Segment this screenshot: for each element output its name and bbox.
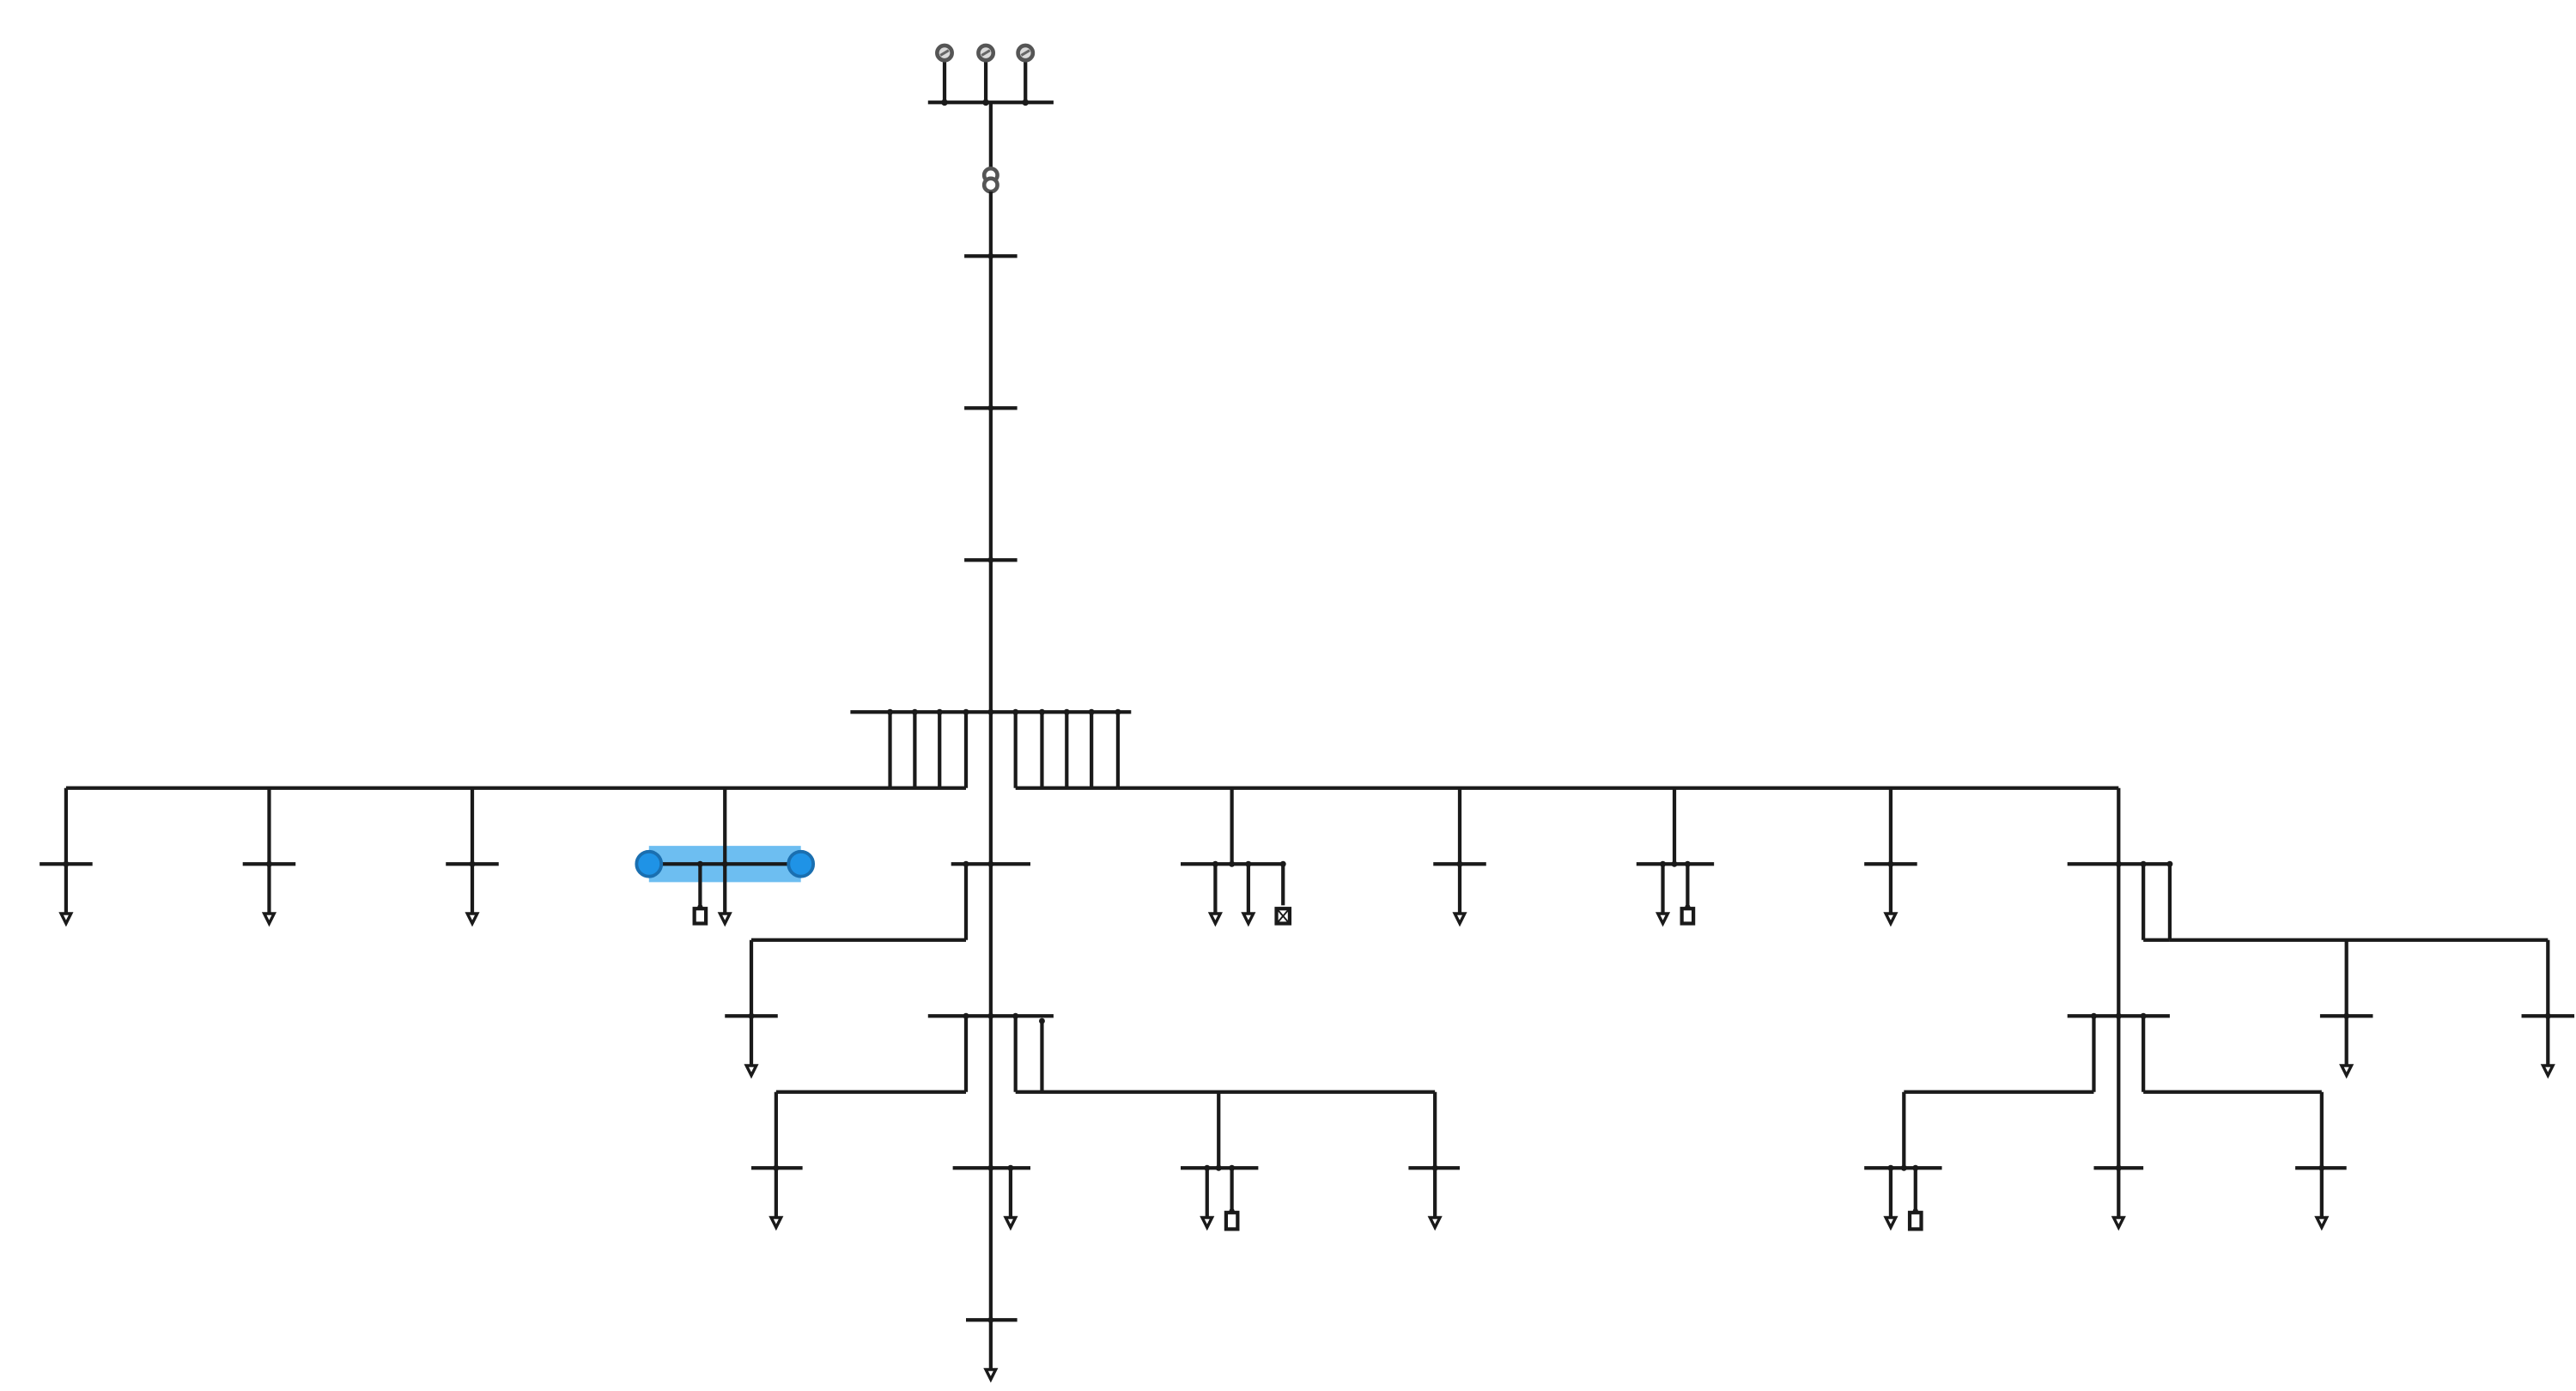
load-icon[interactable] bbox=[1655, 912, 1671, 927]
load-icon[interactable] bbox=[261, 912, 277, 927]
resize-handle-left[interactable] bbox=[635, 849, 664, 878]
load-icon[interactable] bbox=[2314, 1216, 2330, 1231]
generator-icon[interactable] bbox=[1016, 43, 1036, 63]
load-icon[interactable] bbox=[1452, 912, 1467, 927]
pv-panel-icon[interactable] bbox=[692, 904, 708, 926]
load-icon[interactable] bbox=[2540, 1064, 2555, 1079]
load-icon[interactable] bbox=[744, 1064, 759, 1079]
feeder-drops[interactable] bbox=[887, 708, 1121, 790]
load-icon[interactable] bbox=[2339, 1064, 2354, 1079]
pv-panel-icon[interactable] bbox=[1274, 907, 1292, 926]
load-icon[interactable] bbox=[1883, 1216, 1899, 1231]
load-icon[interactable] bbox=[1207, 912, 1223, 927]
generator-icon[interactable] bbox=[935, 43, 954, 63]
load-icon[interactable] bbox=[1427, 1216, 1443, 1231]
transformer-icon[interactable] bbox=[981, 166, 999, 194]
load-icon[interactable] bbox=[58, 912, 74, 927]
load-icon[interactable] bbox=[1883, 912, 1899, 927]
pv-panel-icon[interactable] bbox=[1224, 1208, 1240, 1231]
generator-group[interactable] bbox=[927, 43, 1054, 106]
load-icon[interactable] bbox=[1003, 1216, 1018, 1231]
load-icon[interactable] bbox=[465, 912, 480, 927]
load-icon[interactable] bbox=[1241, 912, 1256, 927]
pv-panel-icon[interactable] bbox=[1680, 904, 1696, 926]
pv-panel-icon[interactable] bbox=[1907, 1208, 1923, 1231]
load-icon[interactable] bbox=[1200, 1216, 1215, 1231]
generator-icon[interactable] bbox=[976, 43, 996, 63]
load-icon[interactable] bbox=[2111, 1216, 2126, 1231]
resize-handle-right[interactable] bbox=[787, 849, 816, 878]
pv-symbols bbox=[692, 904, 1923, 1231]
load-icon[interactable] bbox=[983, 1368, 999, 1383]
load-icon[interactable] bbox=[769, 1216, 784, 1231]
load-symbols bbox=[58, 912, 2555, 1383]
load-icon[interactable] bbox=[717, 912, 732, 927]
